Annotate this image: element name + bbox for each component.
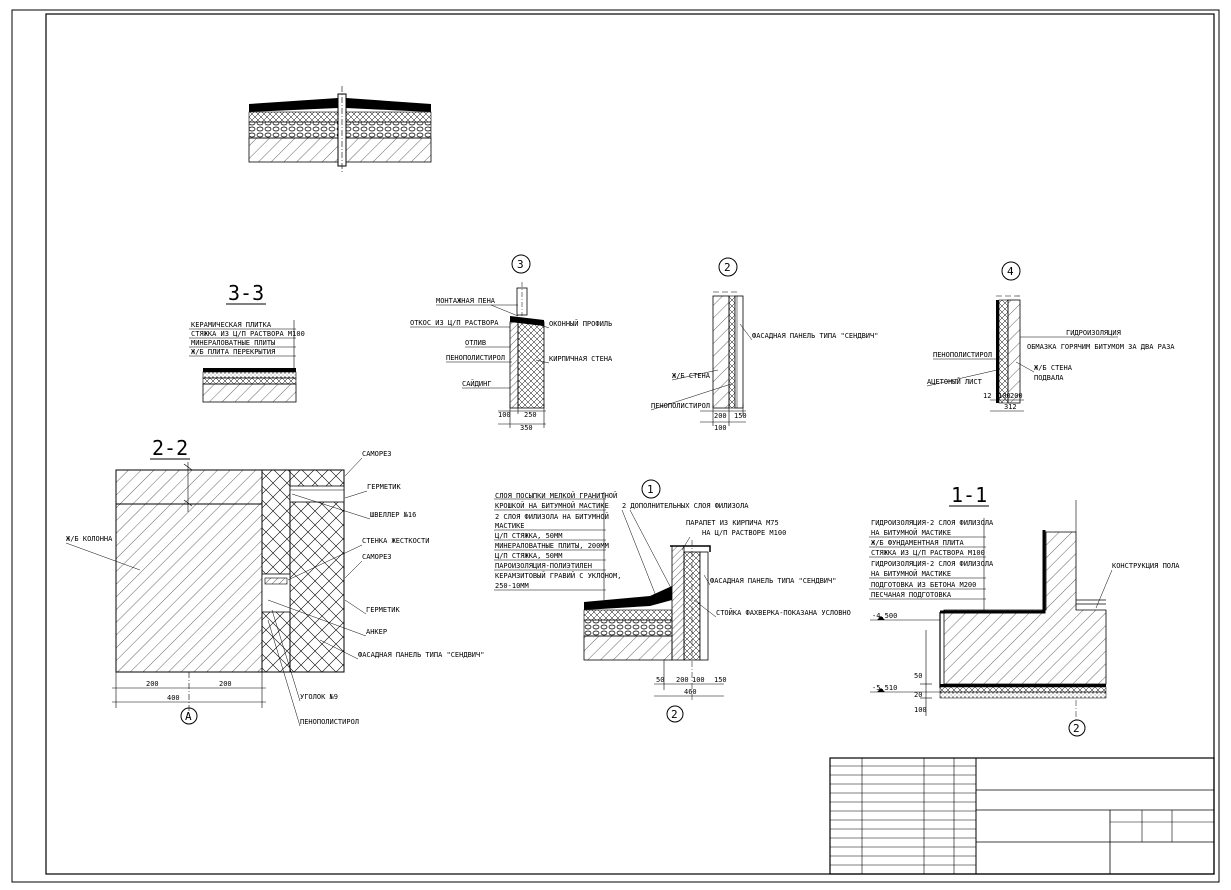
marker-3: 3 [517,258,524,271]
dim-3b: 250 [524,411,537,419]
layer-33-3: МИНЕРАЛОВАТНЫЕ ПЛИТЫ [191,339,275,347]
section-2-2: 2-2 200 200 400 А САМОРЕЗ ГЕРМЕТИК ШВЕЛЛ… [65,436,484,727]
dim-11b: 20 [914,691,922,699]
layer-11-3: Ж/Б ФУНДАМЕНТНАЯ ПЛИТА [871,539,965,547]
label-1-parapet1: ПАРАПЕТ ИЗ КИРПИЧА М75 [686,519,779,527]
label-4-asb: АЦЕТОНЫЙ ЛИСТ [927,377,983,386]
label-22-channel: ШВЕЛЛЕР №16 [370,511,416,519]
label-22-column: Ж/Б КОЛОННА [66,535,113,543]
label-22-seal2: ГЕРМЕТИК [366,606,401,614]
layer-1-7: Ц/П СТЯЖКА, 50ММ [495,552,562,560]
dim-1c: 100 [692,676,705,684]
layer-1-10: 250-10ММ [495,582,529,590]
dim-1d: 150 [714,676,727,684]
label-22-screw2: САМОРЕЗ [362,553,392,561]
label-22-seal1: ГЕРМЕТИК [367,483,402,491]
dim-1b: 200 [676,676,689,684]
dim-22a: 200 [146,680,159,688]
label-22-screw1: САМОРЕЗ [362,450,392,458]
dim-11c: 100 [914,706,927,714]
layer-11-8: ПЕСЧАНАЯ ПОДГОТОВКА [871,591,952,599]
dim-3a: 100 [498,411,511,419]
dim-1a: 50 [656,676,664,684]
label-22-angle: УГОЛОК №9 [300,693,338,701]
dim-22b: 200 [219,680,232,688]
section-1-1-title: 1-1 [951,483,987,507]
dim-11a: 50 [914,672,922,680]
layer-1-2: КРОШКОЙ НА БИТУМНОЙ МАСТИКЕ [495,501,609,510]
layer-33-1: КЕРАМИЧЕСКАЯ ПЛИТКА [191,321,272,329]
dim-4a: 12 [983,392,991,400]
label-22-pps: ПЕНОПОЛИСТИРОЛ [300,718,359,726]
label-22-panel: ФАСАДНАЯ ПАНЕЛЬ ТИПА "СЕНДВИЧ" [358,651,484,659]
dim-4c: 200 [1010,392,1023,400]
label-2-panel: ФАСАДНАЯ ПАНЕЛЬ ТИПА "СЕНДВИЧ" [752,332,878,340]
section-3-3-title: 3-3 [228,281,264,305]
marker-4: 4 [1007,265,1014,278]
layer-33-4: Ж/Б ПЛИТА ПЕРЕКРЫТИЯ [191,348,275,356]
label-22-stiff: СТЕНКА ЖЕСТКОСТИ [362,537,429,545]
label-22-anchor: АНКЕР [366,628,387,636]
label-11-floor: КОНСТРУКЦИЯ ПОЛА [1112,562,1180,570]
section-3-3: 3-3 КЕРАМИЧЕСКАЯ ПЛИТКА СТЯЖКА ИЗ Ц/П РА… [189,281,305,403]
label-1-extra: 2 ДОПОЛНИТЕЛЬНЫХ СЛОЯ ФИЛИЗОЛА [622,502,749,510]
label-3-pps: ПЕНОПОЛИСТИРОЛ [446,354,505,362]
roof-drain-detail [248,86,432,174]
label-1-parapet2: НА Ц/П РАСТВОРЕ М100 [702,529,786,537]
layer-1-4: МАСТИКЕ [495,522,525,530]
dim-2a: 200 [714,412,727,420]
label-1-frame: СТОЙКА ФАХВЕРКА-ПОКАЗАНА УСЛОВНО [716,608,851,617]
label-2-pps: ПЕНОПОЛИСТИРОЛ [651,402,710,410]
dim-2b: 150 [734,412,747,420]
layer-11-7: ПОДГОТОВКА ИЗ БЕТОНА М200 [871,581,976,589]
label-4-wall1: Ж/Б СТЕНА [1034,364,1073,372]
layer-1-1: СЛОЯ ПОСЫПКИ МЕЛКОЙ ГРАНИТНОЙ [495,491,617,500]
dim-2c: 100 [714,424,727,432]
layer-11-6: НА БИТУМНОЙ МАСТИКЕ [871,569,951,578]
level-2: -5,510 [872,684,897,692]
title-block [829,757,1215,875]
label-1-panel: ФАСАДНАЯ ПАНЕЛЬ ТИПА "СЕНДВИЧ" [710,577,836,585]
label-4-hydro: ГИДРОИЗОЛЯЦИЯ [1066,329,1121,337]
label-3-slope: ОТКОС ИЗ Ц/П РАСТВОРА [410,319,499,327]
layer-1-5: Ц/П СТЯЖКА, 50ММ [495,532,562,540]
label-3-siding: САЙДИНГ [462,379,492,388]
label-3-brick: КИРПИЧНАЯ СТЕНА [549,355,613,363]
layer-1-6: МИНЕРАЛОВАТНЫЕ ПЛИТЫ, 200ММ [495,542,609,550]
marker-2: 2 [724,261,731,274]
detail-2-wall: 2 200 150 100 ФАСАДНАЯ ПАНЕЛЬ ТИПА "СЕНД… [650,257,878,432]
section-1-1: 1-1 ГИДРОИЗОЛЯЦИЯ-2 СЛОЯ ФИЛИЗОЛА НА БИТ… [869,483,1180,737]
label-3-profile: ОКОННЫЙ ПРОФИЛЬ [549,319,612,328]
layer-1-9: КЕРАМЗИТОВЫЙ ГРАВИЙ С УКЛОНОМ, [495,571,621,580]
layer-11-4: СТЯЖКА ИЗ Ц/П РАСТВОРА М100 [871,549,985,557]
label-3-drip: ОТЛИВ [465,339,486,347]
label-4-pps: ПЕНОПОЛИСТИРОЛ [933,351,992,359]
axis-2-marker-b: 2 [1073,722,1080,735]
dim-22c: 400 [167,694,180,702]
layer-11-2: НА БИТУМНОЙ МАСТИКЕ [871,528,951,537]
detail-1-parapet: 1 СЛОЯ ПОСЫПКИ МЕЛКОЙ ГРАНИТНОЙ КРОШКОЙ … [494,479,851,723]
layer-11-5: ГИДРОИЗОЛЯЦИЯ-2 СЛОЯ ФИЛИЗОЛА [871,560,994,568]
detail-4-basement: 4 12 100 200 312 ГИДРОИЗОЛЯЦИЯ ОБМАЗКА Г… [926,261,1175,412]
label-4-wall2: ПОДВАЛА [1034,374,1064,382]
axis-a-marker: А [185,710,192,723]
label-4-coat: ОБМАЗКА ГОРЯЧИМ БИТУМОМ ЗА ДВА РАЗА [1027,343,1175,351]
layer-11-1: ГИДРОИЗОЛЯЦИЯ-2 СЛОЯ ФИЛИЗОЛА [871,519,994,527]
layer-1-3: 2 СЛОЯ ФИЛИЗОЛА НА БИТУМНОЙ [495,512,609,521]
section-2-2-title: 2-2 [152,436,188,460]
dim-1e: 460 [684,688,697,696]
label-3-foam: МОНТАЖНАЯ ПЕНА [436,297,496,305]
marker-1: 1 [647,483,654,496]
layer-1-8: ПАРОИЗОЛЯЦИЯ-ПОЛИЭТИЛЕН [495,562,592,570]
detail-3-window: 3 100 250 350 МОНТАЖНАЯ ПЕНА ОТКОС ИЗ Ц/… [410,254,613,432]
dim-4b: 100 [998,392,1011,400]
axis-2-marker-a: 2 [671,708,678,721]
level-1: -4,500 [872,612,897,620]
layer-33-2: СТЯЖКА ИЗ Ц/П РАСТВОРА М100 [191,330,305,338]
dim-4d: 312 [1004,403,1017,411]
dim-3c: 350 [520,424,533,432]
